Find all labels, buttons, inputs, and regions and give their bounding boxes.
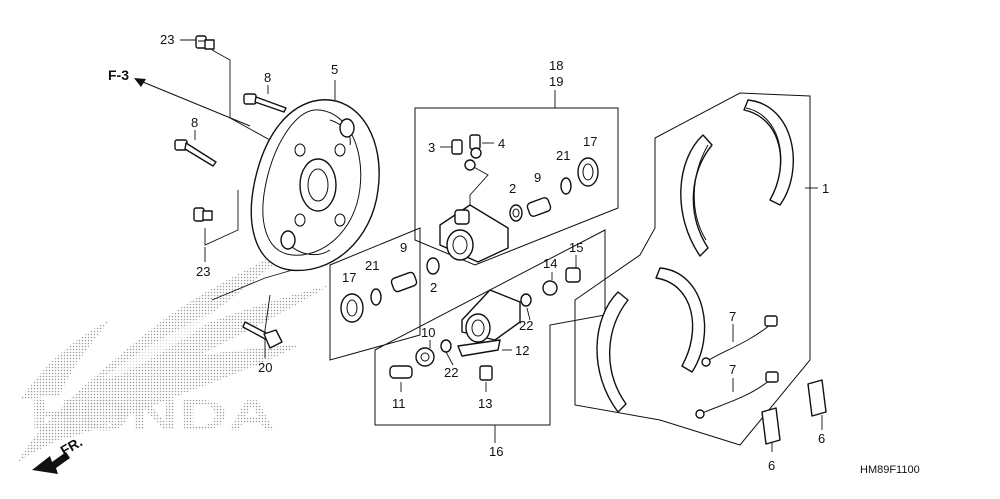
callout-7-lower: 7	[729, 362, 736, 377]
part-20-bolt	[242, 321, 283, 349]
part-7-spring-lower	[695, 371, 779, 419]
callout-13: 13	[478, 396, 492, 411]
part-17-boot-upper	[577, 157, 599, 187]
callout-4: 4	[498, 136, 505, 151]
callout-6-right: 6	[818, 431, 825, 446]
part-17-boot-lower	[340, 293, 364, 323]
part-15-screw	[565, 267, 581, 283]
part-23-bolt-lower	[193, 207, 213, 222]
callout-17-lower: 17	[342, 270, 356, 285]
brake-shoe-upper-left	[680, 134, 713, 257]
part-9-piston-upper	[526, 197, 552, 217]
part-2-seal-lower	[426, 257, 440, 275]
callout-8-lower: 8	[191, 115, 198, 130]
bleeder-cap	[464, 159, 476, 171]
group-box-1	[574, 92, 811, 446]
callout-2-upper: 2	[509, 181, 516, 196]
bleeder-screw-3	[451, 139, 463, 155]
callout-19: 19	[549, 74, 563, 89]
callout-20: 20	[258, 360, 272, 375]
part-21-ring-upper	[560, 177, 572, 195]
callout-9-lower: 9	[400, 240, 407, 255]
callout-10: 10	[421, 325, 435, 340]
part-10-adjuster-gear	[415, 347, 435, 367]
callout-11: 11	[392, 396, 406, 411]
callout-23-upper: 23	[160, 32, 174, 47]
callout-7-upper: 7	[729, 309, 736, 324]
callout-15: 15	[569, 240, 583, 255]
part-2-seal-upper	[509, 204, 523, 222]
part-13-bleeder	[479, 365, 493, 381]
brake-shoe-lower-right	[655, 267, 706, 373]
part-14-adjuster	[542, 280, 558, 296]
callout-2-lower: 2	[430, 280, 437, 295]
diagram-code: HM89F1100	[860, 464, 920, 476]
group-box-18-19	[414, 107, 619, 266]
callout-16: 16	[489, 444, 503, 459]
part-22-washer-lower	[440, 339, 452, 353]
callout-21-lower: 21	[365, 258, 379, 273]
honda-wordmark: HONDA	[30, 391, 276, 440]
part-5-backing-plate	[250, 99, 380, 272]
part-7-spring-upper	[701, 315, 778, 367]
bleeder-screw-4	[469, 134, 482, 159]
callout-1: 1	[822, 181, 829, 196]
callout-6-left: 6	[768, 458, 775, 473]
part-6-clip-right	[807, 379, 827, 417]
callout-12: 12	[515, 343, 529, 358]
f3-reference-arrow	[134, 78, 251, 127]
callout-8-upper: 8	[264, 70, 271, 85]
brake-shoe-upper-right	[743, 99, 794, 206]
part-8-bolt-lower	[174, 139, 217, 167]
callout-17-upper: 17	[583, 134, 597, 149]
callout-22-lower: 22	[444, 365, 458, 380]
group-box-left-kit	[329, 227, 421, 361]
part-11-adjuster-screw	[389, 365, 413, 379]
brake-shoe-lower-left	[596, 291, 629, 413]
part-6-clip-left	[761, 407, 781, 445]
group-box-16	[374, 229, 606, 426]
callout-22-right: 22	[519, 318, 533, 333]
callout-14: 14	[543, 256, 557, 271]
callout-3: 3	[428, 140, 435, 155]
part-22-washer-right	[520, 293, 532, 307]
f3-reference-label: F-3	[108, 67, 129, 83]
callout-18: 18	[549, 58, 563, 73]
callout-21-upper: 21	[556, 148, 570, 163]
front-direction-arrow	[32, 452, 70, 474]
callout-23-lower: 23	[196, 264, 210, 279]
part-21-ring-lower	[370, 288, 382, 306]
part-9-piston-lower	[390, 271, 418, 293]
callout-5: 5	[331, 62, 338, 77]
part-12-lever	[457, 339, 501, 357]
part-23-bolt-upper	[195, 35, 215, 50]
wheel-cylinder-lower	[461, 289, 521, 343]
callout-9-upper: 9	[534, 170, 541, 185]
part-8-bolt-upper	[243, 93, 287, 113]
honda-wing-watermark	[18, 240, 330, 462]
wheel-cylinder-upper	[439, 204, 509, 263]
